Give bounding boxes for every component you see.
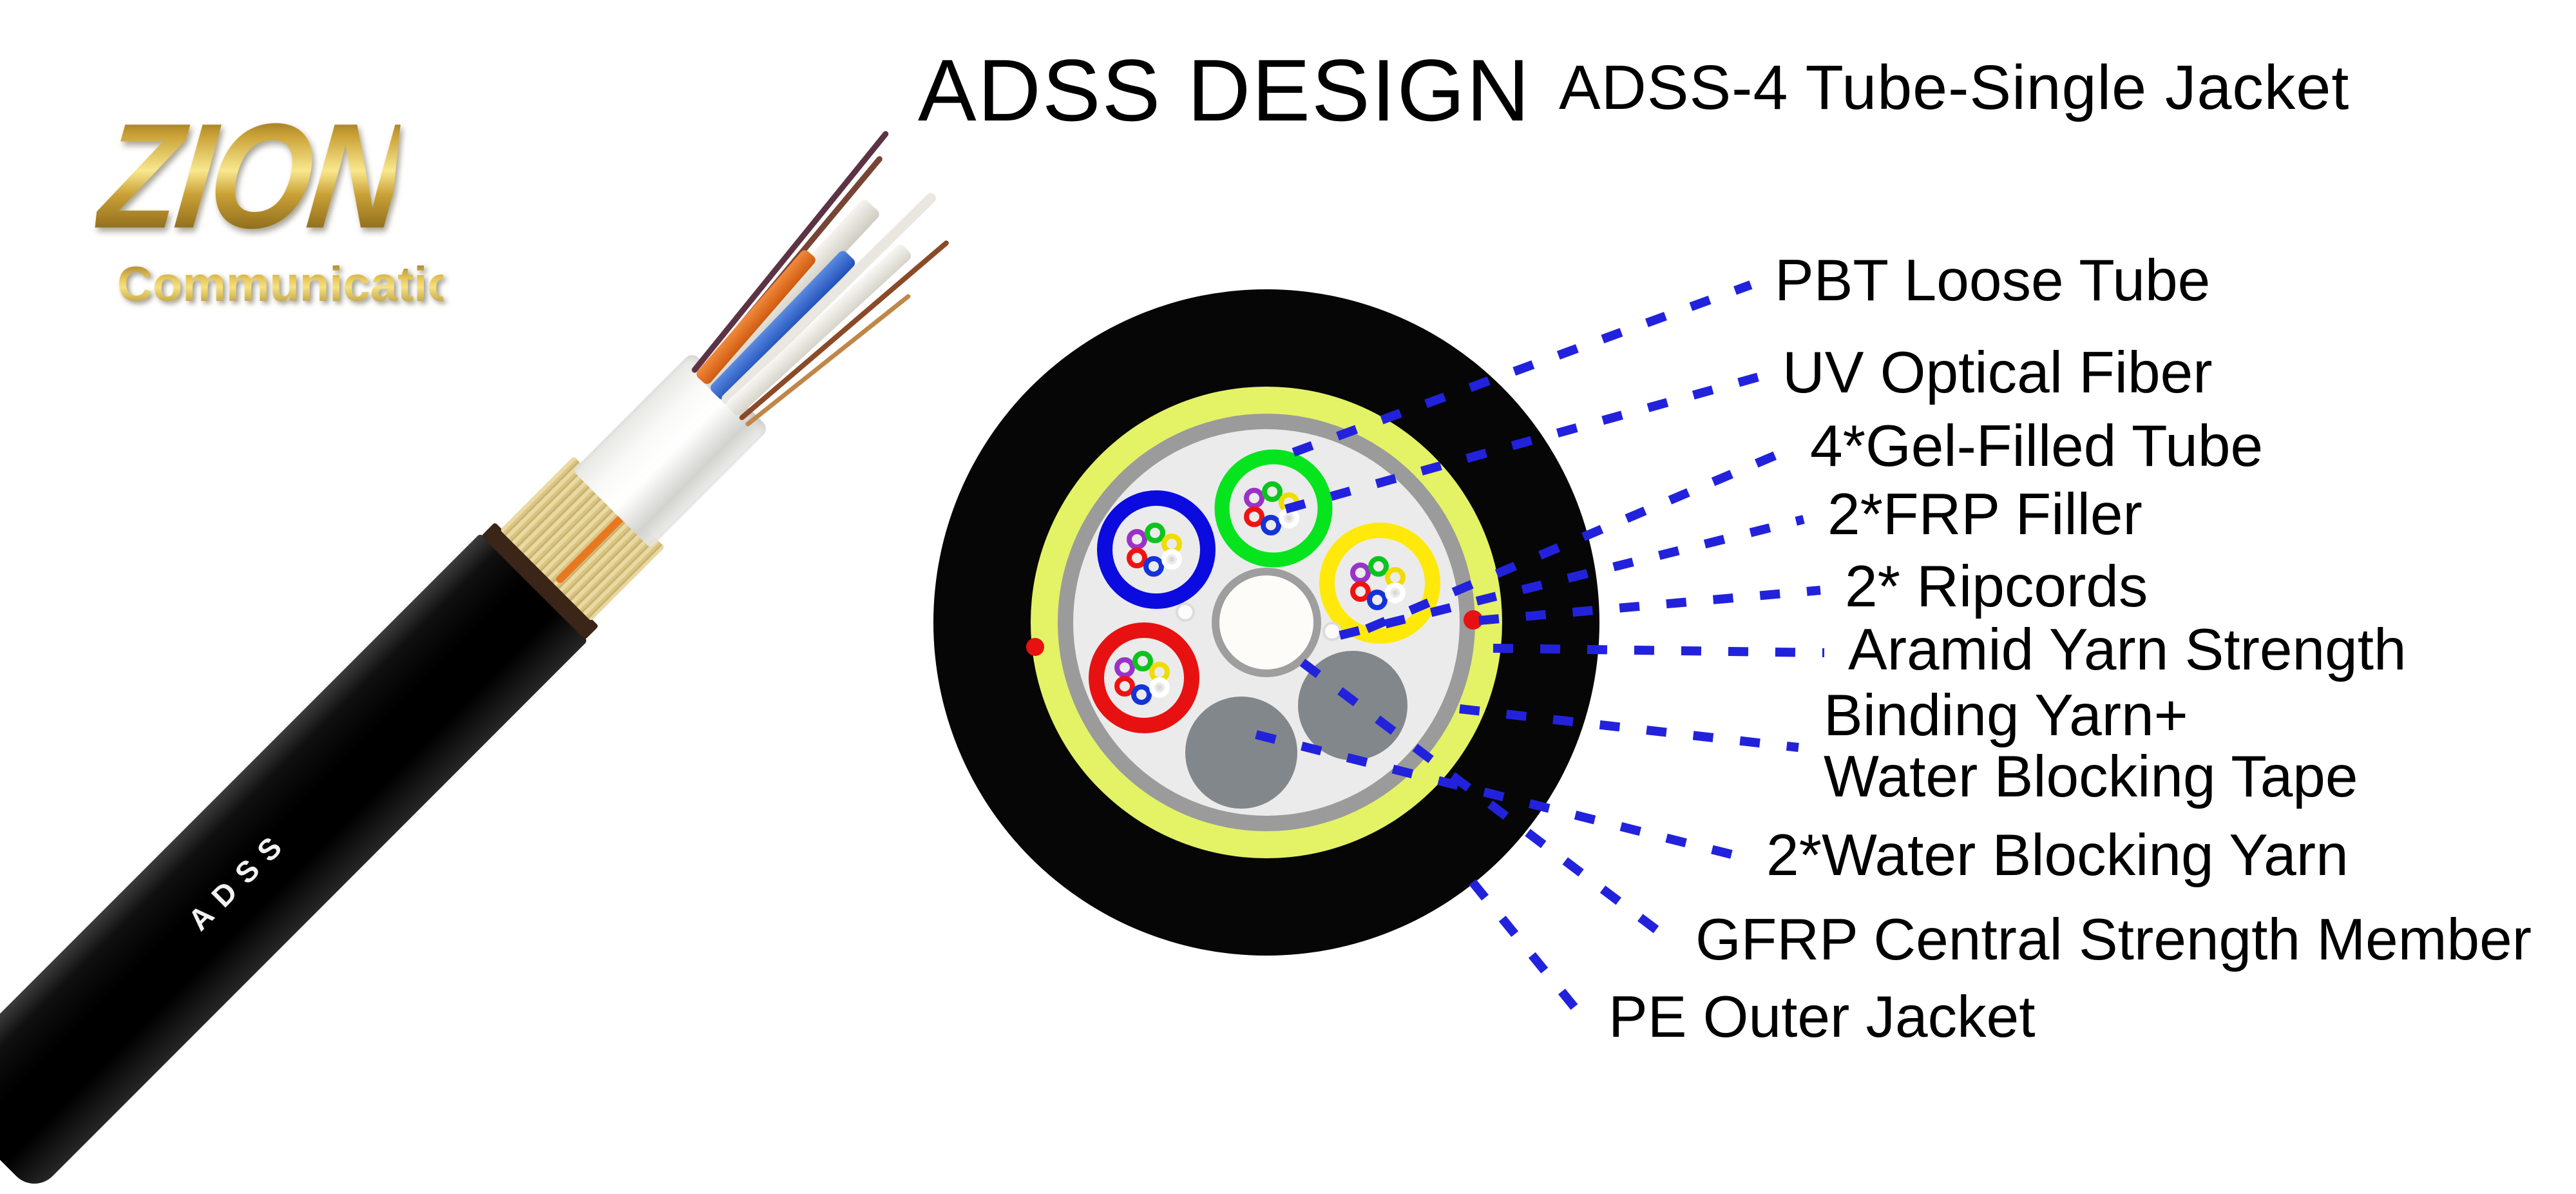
optical-fiber-white [1161, 549, 1182, 570]
optical-fiber-red [1114, 676, 1135, 697]
component-label: PE Outer Jacket [1608, 984, 2036, 1050]
optical-fiber-green [1132, 651, 1153, 671]
component-label: Binding Yarn+ [1824, 682, 2188, 748]
leader-line [1299, 659, 1674, 945]
component-label: 2*FRP Filler [1827, 481, 2142, 547]
leader-line [1365, 447, 1788, 633]
ripcord-dot [1464, 610, 1483, 630]
leader-line [1459, 704, 1799, 752]
component-label: Water Blocking Tape [1824, 744, 2358, 809]
optical-fiber-red [1244, 506, 1264, 527]
leader-line [1292, 280, 1753, 457]
leader-line [1493, 644, 1825, 657]
optical-fiber-purple [1127, 529, 1147, 550]
optical-fiber-white [1149, 677, 1170, 698]
optical-fiber-green [1145, 523, 1165, 543]
optical-fiber-green [1262, 481, 1283, 502]
leader-line [1478, 586, 1821, 625]
leader-line [1469, 879, 1587, 1021]
optical-fiber-red [1350, 581, 1371, 602]
optical-fiber-blue [1261, 515, 1281, 535]
component-label: 2* Ripcords [1845, 554, 2148, 619]
component-label: 2*Water Blocking Yarn [1766, 822, 2349, 888]
optical-fiber-red [1127, 548, 1147, 568]
leader-line [1255, 730, 1743, 862]
leader-line [1339, 515, 1805, 640]
gfrp-central-strength-member [1212, 568, 1321, 677]
optical-fiber-blue [1131, 684, 1152, 705]
water-blocking-yarn-rod [1185, 697, 1297, 809]
ripcord-dot [1026, 638, 1044, 656]
optical-fiber-purple [1350, 563, 1371, 583]
frp-filler-dot [1176, 602, 1195, 622]
page-title: ADSS DESIGN [918, 41, 1531, 139]
component-label: 4*Gel-Filled Tube [1810, 413, 2264, 479]
component-label: PBT Loose Tube [1775, 247, 2211, 313]
optical-fiber-blue [1143, 556, 1164, 577]
logo-tagline-text: Communication [117, 257, 488, 312]
page-subtitle: ADSS-4 Tube-Single Jacket [1559, 52, 2350, 122]
cross-section-diagram [933, 280, 1825, 1021]
optical-fiber-purple [1244, 488, 1264, 508]
component-label: Aramid Yarn Strength [1848, 617, 2407, 682]
leader-lines [1255, 280, 1825, 1021]
frp-filler-dot [1322, 622, 1342, 641]
component-label: UV Optical Fiber [1782, 340, 2213, 405]
optical-fiber-purple [1114, 657, 1135, 678]
loose-tube-blue [1097, 490, 1216, 609]
loose-tube-yellow [1319, 523, 1440, 644]
optical-fiber-green [1368, 556, 1389, 577]
optical-fiber-white [1385, 583, 1406, 603]
loose-tube-green [1214, 449, 1333, 568]
zion-logo: ZION Communication [91, 93, 488, 313]
loose-tube-red [1089, 622, 1199, 733]
optical-fiber-blue [1367, 590, 1388, 610]
component-label: GFRP Central Strength Member [1695, 907, 2532, 972]
leader-line [1284, 372, 1760, 514]
